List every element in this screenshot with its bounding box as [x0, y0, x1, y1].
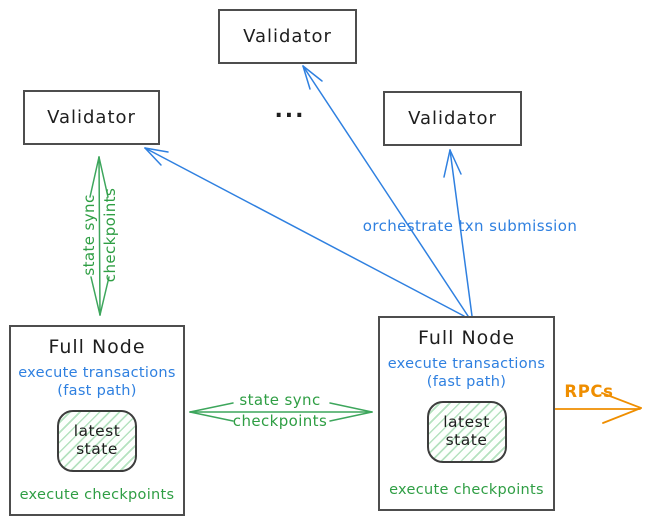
full-node-left-latest-state-box: latest state — [57, 410, 137, 473]
validator-left-label: Validator — [47, 107, 136, 128]
rpcs-label: RPCs — [564, 382, 614, 401]
full-node-left-title: Full Node — [48, 336, 146, 358]
full-node-left-exec-checkpoints: execute checkpoints — [19, 487, 175, 503]
orchestrate-txn-submission-label: orchestrate txn submission — [362, 217, 578, 235]
validator-top-box: Validator — [218, 9, 357, 64]
validator-right-label: Validator — [408, 108, 497, 129]
full-node-left-box: Full Node execute transactions (fast pat… — [9, 325, 185, 516]
full-node-right-latest-state-label: latest state — [443, 413, 490, 450]
full-node-right-fast-path: (fast path) — [426, 374, 507, 391]
full-node-right-box: Full Node execute transactions (fast pat… — [378, 316, 555, 511]
full-node-left-latest-state-label: latest state — [73, 422, 121, 459]
full-node-left-exec-line: execute transactions — [18, 365, 176, 381]
full-node-left-exec-transactions: execute transactions (fast path) — [18, 364, 176, 400]
full-node-right-latest-state-box: latest state — [426, 401, 507, 464]
validator-right-box: Validator — [383, 91, 522, 146]
state-sync-vertical-label-line2: checkpoints — [101, 187, 119, 283]
full-node-right-title: Full Node — [417, 327, 516, 349]
state-sync-horizontal-label-line1: state sync — [239, 391, 321, 409]
state-sync-vertical-label-line1: state sync — [80, 194, 98, 276]
validator-top-label: Validator — [243, 26, 332, 47]
state-sync-horizontal-label-line2: checkpoints — [232, 412, 328, 430]
validator-left-box: Validator — [23, 90, 160, 145]
full-node-right-exec-checkpoints: execute checkpoints — [389, 482, 544, 498]
full-node-left-fast-path: (fast path) — [57, 383, 137, 400]
validators-ellipsis: ... — [274, 98, 306, 123]
full-node-right-exec-line: execute transactions — [387, 356, 546, 372]
full-node-right-exec-transactions: execute transactions (fast path) — [388, 355, 546, 391]
